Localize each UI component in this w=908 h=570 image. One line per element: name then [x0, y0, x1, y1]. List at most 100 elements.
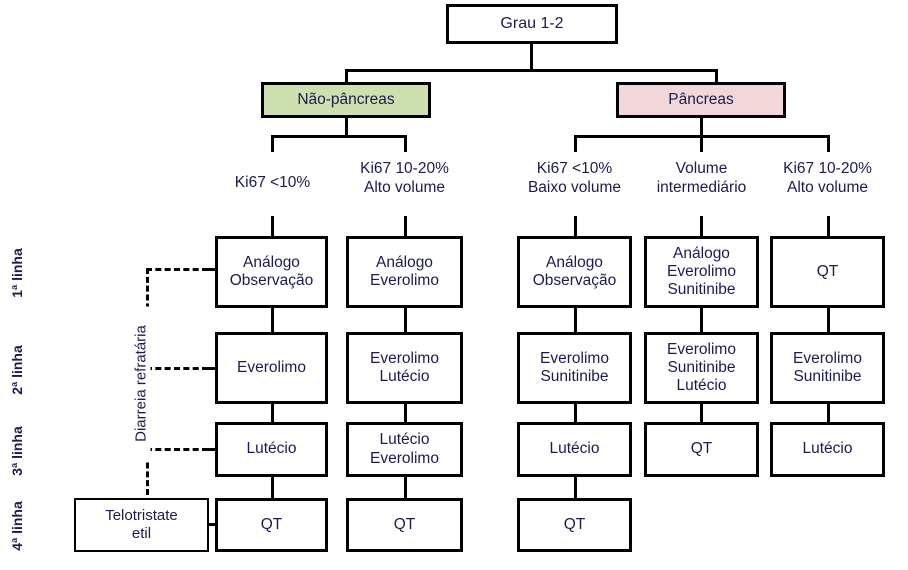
row-label-linha-3: 3ª linha	[9, 426, 25, 476]
connector-col-2-r1-r2	[404, 308, 407, 332]
node-label-line1: Lutécio	[246, 440, 297, 458]
node-label-line3: Sunitinibe	[667, 281, 736, 299]
node-label-line1: Lutécio	[802, 440, 853, 458]
node-label-line2: Observação	[229, 272, 314, 289]
connector-col-2-r2-r3	[404, 404, 407, 422]
row-label-linha-4: 4ª linha	[9, 501, 25, 551]
node-label: Pâncreas	[668, 90, 734, 108]
column-header-line2: Baixo volume	[527, 178, 622, 196]
connector-col-3-r2-r3	[574, 404, 577, 422]
connector-pancreas-col4	[700, 135, 703, 152]
node-label-line1: QT	[563, 515, 586, 533]
dashed-bracket-stub-row3	[205, 448, 217, 451]
connector-to-nao-pancreas	[345, 69, 348, 82]
node-col-2-row-3: Lutécio Everolimo	[346, 422, 463, 477]
node-telotristate-etil: Telotristate etil	[74, 498, 209, 552]
node-label-line1: QT	[816, 262, 839, 280]
node-col-4-row-3: QT	[644, 422, 759, 477]
node-col-1-row-2: Everolimo	[215, 332, 328, 404]
connector-telotristate-to-qt	[209, 523, 217, 526]
connector-header-col5-stem	[827, 216, 830, 236]
column-header-col-5: Ki67 10-20% Alto volume	[760, 160, 895, 197]
connector-pancreas-stem	[700, 118, 703, 135]
node-label-line1: Lutécio	[379, 431, 430, 449]
connector-header-col4-stem	[700, 216, 703, 236]
connector-header-col3-stem	[574, 216, 577, 236]
column-header-col-3: Ki67 <10% Baixo volume	[507, 160, 642, 197]
connector-nao-pancreas-stem	[345, 118, 348, 135]
node-label-line3: Lutécio	[676, 377, 727, 395]
connector-nao-pancreas-col1	[271, 135, 274, 152]
connector-root-stem	[530, 44, 533, 69]
node-label-line1: Análogo	[243, 253, 300, 271]
dashed-bracket-branch-row3	[146, 448, 208, 451]
node-col-2-row-1: Análogo Everolimo	[346, 236, 463, 308]
column-header-line1: Ki67 10-20%	[360, 160, 449, 177]
node-label-line1: QT	[393, 515, 416, 533]
node-branch-pancreas: Pâncreas	[616, 82, 786, 118]
node-branch-nao-pancreas: Não-pâncreas	[261, 82, 431, 118]
node-col-4-row-1: Análogo Everolimo Sunitinibe	[644, 236, 759, 308]
column-header-col-4: Volume intermediário	[634, 160, 769, 197]
node-col-1-row-1: Análogo Observação	[215, 236, 328, 308]
node-label-line1: Everolimo	[793, 349, 862, 367]
node-label-line1: Análogo	[376, 253, 433, 271]
dashed-bracket-branch-row1	[146, 268, 208, 271]
node-label-line2: Everolimo	[370, 449, 439, 467]
node-col-3-row-3: Lutécio	[517, 422, 632, 477]
node-col-5-row-1: QT	[770, 236, 885, 308]
column-header-col-2: Ki67 10-20% Alto volume	[337, 160, 472, 197]
column-header-line1: Ki67 <10%	[536, 160, 613, 177]
connector-to-pancreas	[715, 69, 718, 82]
node-label-line2: Sunitinibe	[667, 358, 736, 376]
node-label-line1: Telotristate	[105, 507, 178, 525]
column-header-line2: intermediário	[656, 178, 747, 196]
node-label: Não-pâncreas	[297, 90, 395, 108]
node-label-line1: Everolimo	[540, 349, 609, 367]
node-col-2-row-4: QT	[346, 498, 463, 552]
connector-nao-pancreas-split	[271, 135, 407, 138]
node-col-5-row-3: Lutécio	[770, 422, 885, 477]
dashed-bracket-branch-row2	[146, 367, 208, 370]
connector-col-3-r3-r4	[574, 477, 577, 498]
column-header-line1: Ki67 <10%	[234, 174, 311, 191]
node-label-line2: Lutécio	[379, 368, 430, 385]
dashed-bracket-stub-row2	[205, 367, 217, 370]
dashed-bracket-label-diarreia-refrataria: Diarreia refratária	[131, 306, 151, 461]
node-col-3-row-4: QT	[517, 498, 632, 552]
node-label-line2: Everolimo	[370, 272, 439, 289]
node-col-4-row-2: Everolimo Sunitinibe Lutécio	[644, 332, 759, 404]
connector-pancreas-col3	[574, 135, 577, 152]
node-label-line2: Sunitinibe	[793, 368, 862, 385]
connector-root-split	[345, 69, 718, 72]
connector-col-5-r1-r2	[827, 308, 830, 332]
node-label-line2: Everolimo	[667, 262, 736, 280]
connector-header-col1-stem	[271, 216, 274, 236]
node-label-line1: Everolimo	[667, 340, 736, 358]
node-label-line1: Lutécio	[549, 440, 600, 458]
node-label-line1: Análogo	[673, 244, 730, 262]
column-header-line2: Alto volume	[787, 178, 868, 196]
node-col-3-row-2: Everolimo Sunitinibe	[517, 332, 632, 404]
node-col-2-row-2: Everolimo Lutécio	[346, 332, 463, 404]
connector-col-5-r2-r3	[827, 404, 830, 422]
connector-nao-pancreas-col2	[404, 135, 407, 152]
column-header-line1: Ki67 10-20%	[783, 160, 872, 177]
connector-pancreas-col5	[827, 135, 830, 152]
node-root-grau-1-2: Grau 1-2	[446, 4, 618, 44]
node-label-line1: QT	[690, 440, 713, 458]
row-label-linha-2: 2ª linha	[9, 345, 25, 395]
row-label-linha-1: 1ª linha	[9, 248, 25, 298]
node-label-line1: Everolimo	[370, 349, 439, 367]
connector-col-4-r2-r3	[700, 404, 703, 422]
node-label-line1: QT	[260, 515, 283, 533]
node-label-line1: Everolimo	[237, 358, 306, 376]
connector-col-1-r2-r3	[271, 404, 274, 422]
connector-col-3-r1-r2	[574, 308, 577, 332]
node-label: Grau 1-2	[500, 14, 564, 32]
node-label-line1: Análogo	[546, 253, 603, 271]
node-col-3-row-1: Análogo Observação	[517, 236, 632, 308]
dashed-bracket-stub-row1	[205, 268, 217, 271]
node-col-1-row-3: Lutécio	[215, 422, 328, 477]
